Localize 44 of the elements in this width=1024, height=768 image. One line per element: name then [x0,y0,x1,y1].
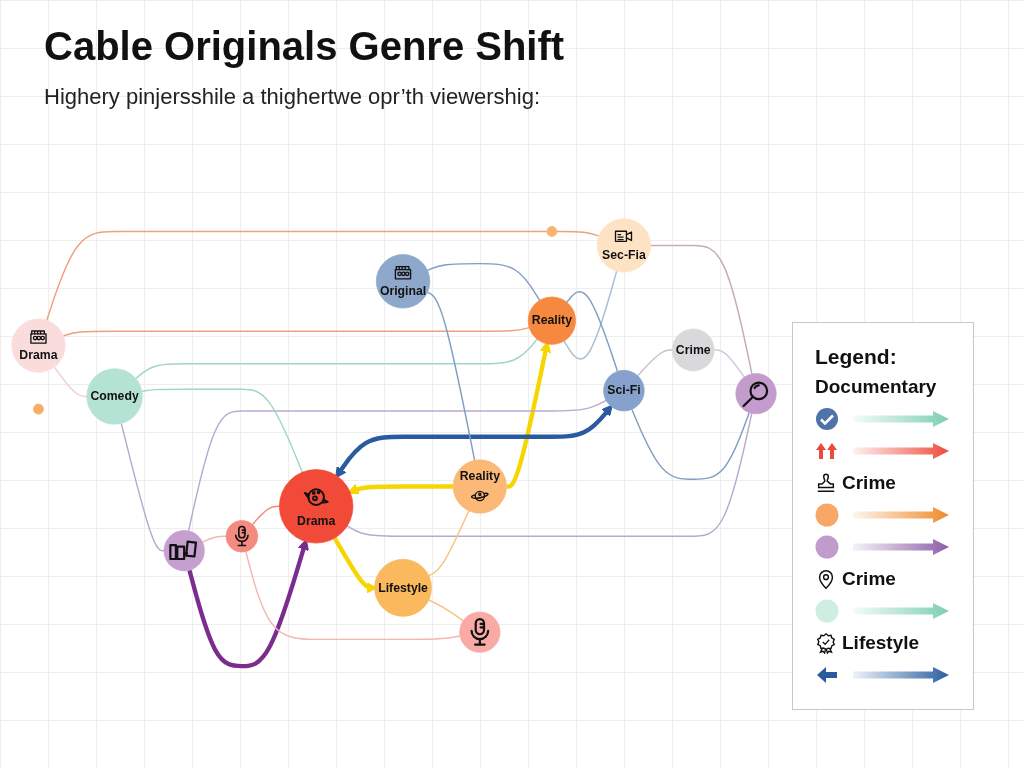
connector [141,388,304,473]
connector [46,230,548,321]
connector [135,338,538,379]
node-circle: Crime [671,328,715,371]
node-circle [33,403,44,415]
connector [426,262,541,301]
legend-label: Lifestyle [842,632,920,654]
node-circle: Reality [452,459,507,514]
connector [636,348,673,376]
connector [346,412,753,537]
connector [566,290,619,372]
node-circle [546,225,558,237]
connector [556,230,600,237]
connector [187,399,607,532]
connector [649,244,753,375]
node-circle: Drama [11,318,66,373]
connector [563,270,618,360]
legend-label: Crime [842,472,896,494]
connector [426,291,476,461]
node-circle: Comedy [86,367,143,425]
subtitle: Highery pinjersshile a thighertwe opr’th viewershig: [44,84,541,110]
connector [201,535,227,543]
connector [713,348,746,378]
arrow [347,483,454,494]
connector [428,598,464,622]
connector [428,509,470,576]
arrow [187,538,309,668]
legend-title: Legend: [815,345,898,369]
node-circle: Original [375,253,431,309]
legend-label: Crime [842,568,896,590]
connector [53,365,88,397]
node-circle: Sci-Fi [603,369,645,411]
node-circle: Reality [527,296,576,345]
title: Cable Originals Genre Shift [44,24,565,69]
node-circle: Sec-Fia [596,218,651,273]
connector [631,408,750,480]
arrow [335,404,613,478]
connector [62,326,530,337]
node-circle: Drama [279,468,354,544]
legend-label: Documentary [815,376,937,398]
connector [251,505,281,525]
connector [120,422,165,551]
node-circle: Lifestyle [374,558,432,617]
connector [245,550,461,640]
